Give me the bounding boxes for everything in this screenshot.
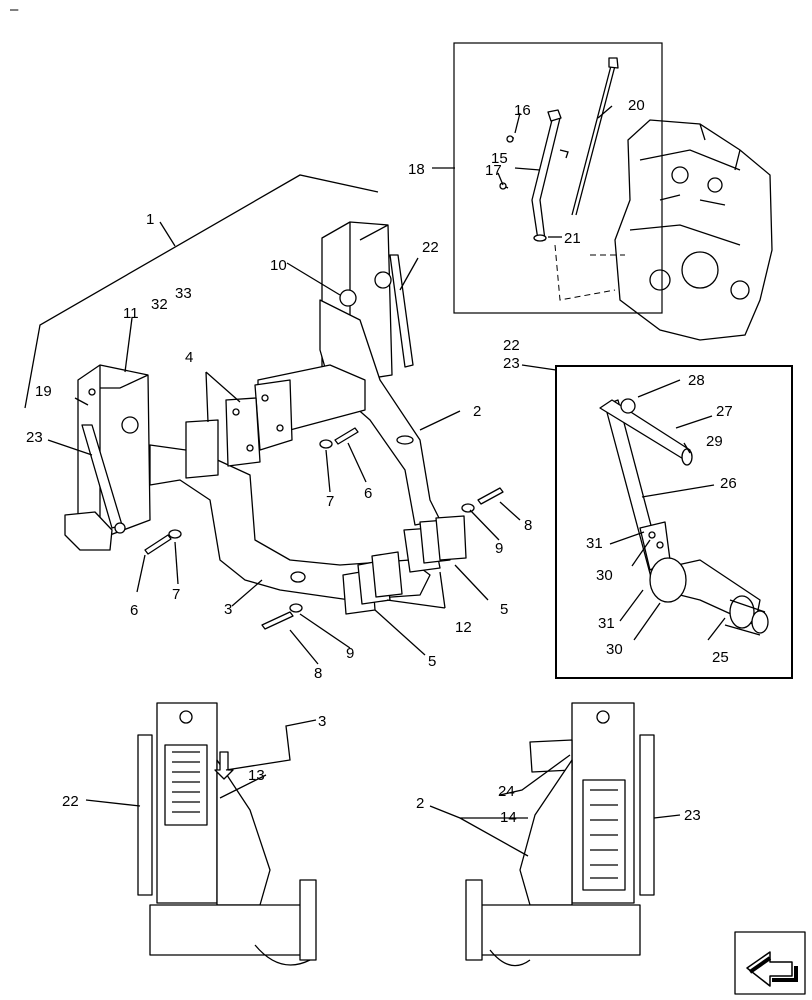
callout-5-left: 5 [428, 653, 436, 670]
callout-labels: 1 11 32 33 19 23 4 10 22 2 7 6 8 9 7 6 3… [26, 97, 737, 826]
callout-1: 1 [146, 211, 154, 228]
callout-22-main: 22 [422, 239, 439, 256]
callout-10: 10 [270, 257, 287, 274]
callout-31-upper: 31 [586, 535, 603, 552]
callout-6-left: 6 [130, 602, 138, 619]
pivot-assembly-drawing [599, 398, 769, 636]
callout-9-right: 9 [495, 540, 503, 557]
right-tower-front-view [465, 702, 655, 967]
callout-20: 20 [628, 97, 645, 114]
callout-33: 33 [175, 285, 192, 302]
callout-15: 15 [491, 150, 508, 167]
callout-14: 14 [500, 809, 517, 826]
callout-5-right: 5 [500, 601, 508, 618]
callout-23-detail: 23 [503, 355, 520, 372]
leader-lines [24, 105, 726, 857]
callout-2-main: 2 [473, 403, 481, 420]
warning-decal-left [164, 744, 208, 826]
callout-7-right: 7 [326, 493, 334, 510]
callout-16: 16 [514, 102, 531, 119]
next-page-arrow-icon[interactable] [734, 931, 806, 995]
callout-3-main: 3 [224, 601, 232, 618]
cross-tube [254, 364, 366, 451]
callout-8-left: 8 [314, 665, 322, 682]
left-arm [149, 444, 431, 601]
callout-4: 4 [185, 349, 193, 366]
callout-26: 26 [720, 475, 737, 492]
callout-23-main: 23 [26, 429, 43, 446]
callout-27: 27 [716, 403, 733, 420]
callout-18: 18 [408, 161, 425, 178]
callout-13: 13 [248, 767, 265, 784]
callout-2-bottom: 2 [416, 795, 424, 812]
dipstick-tube [531, 109, 569, 242]
callout-8-right: 8 [524, 517, 532, 534]
left-tower-front-view [137, 702, 317, 966]
callout-28: 28 [688, 372, 705, 389]
callout-12: 12 [455, 619, 472, 636]
bolts-washers [144, 427, 504, 630]
callout-17: 17 [485, 162, 502, 179]
callout-6-right: 6 [364, 485, 372, 502]
callout-19: 19 [35, 383, 52, 400]
pivot-detail-frame [555, 365, 793, 679]
callout-25: 25 [712, 649, 729, 666]
callout-3-bottom: 3 [318, 713, 326, 730]
callout-22-detail: 22 [503, 337, 520, 354]
callout-24: 24 [498, 783, 515, 800]
dipstick-rod [571, 57, 619, 216]
engine-block-drawing [614, 119, 773, 341]
callout-22-bottom: 22 [62, 793, 79, 810]
callout-23-bottom: 23 [684, 807, 701, 824]
dipstick-detail-frame [453, 42, 663, 314]
callout-9-left: 9 [346, 645, 354, 662]
callout-31-lower: 31 [598, 615, 615, 632]
callout-21: 21 [564, 230, 581, 247]
callout-11: 11 [123, 305, 139, 322]
corner-mark: – [10, 1, 19, 18]
callout-30-upper: 30 [596, 567, 613, 584]
callout-32: 32 [151, 296, 168, 313]
callout-7-left: 7 [172, 586, 180, 603]
left-tower [64, 364, 151, 551]
callout-30-lower: 30 [606, 641, 623, 658]
callout-29: 29 [706, 433, 723, 450]
